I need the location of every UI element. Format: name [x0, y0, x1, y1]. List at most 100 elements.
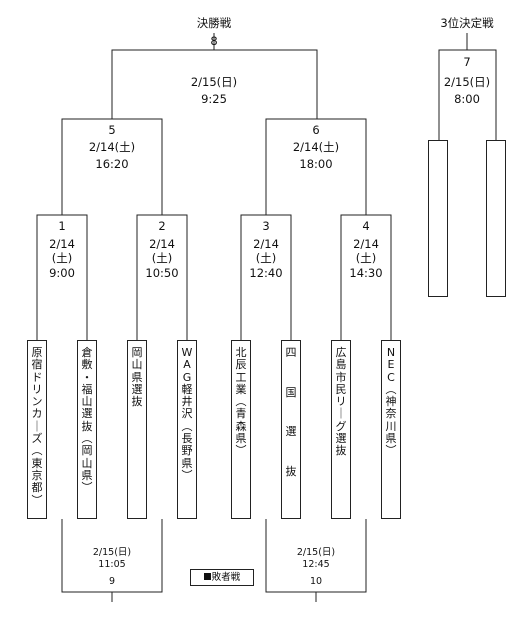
team-name-char: 抜	[335, 444, 347, 458]
match-3-number: 3	[262, 219, 270, 233]
match-8-time: 9:25	[201, 92, 227, 106]
match-1-day: (土)	[51, 251, 73, 265]
match-9-time: 11:05	[98, 559, 126, 570]
team-name-char: 山	[81, 395, 93, 409]
team-box-2: 倉敷・福山選抜︵岡山県︶	[77, 340, 97, 519]
team-name-char: C	[387, 370, 395, 384]
team-name-char: 山	[131, 358, 143, 372]
match-9-date: 2/15(日)	[92, 547, 132, 558]
team-name-char: 選	[81, 407, 93, 421]
legend-label: 敗者戦	[211, 572, 241, 583]
team-name-char: ︵	[31, 444, 43, 458]
team-name-char: 福	[81, 382, 93, 396]
match-2-date: 2/14	[149, 237, 175, 251]
team-name-char: 広	[335, 346, 347, 359]
team-name-char: 原	[31, 346, 43, 359]
team-name-char: 民	[335, 382, 347, 396]
match-6-time: 18:00	[299, 157, 333, 171]
team-name-char: ︶	[181, 468, 193, 482]
team-name-char: 国	[285, 385, 297, 399]
match-8-date: 2/15(日)	[190, 75, 238, 89]
team-name-char: グ	[335, 419, 347, 433]
team-name-char: 都	[31, 481, 43, 495]
team-name-char: ︵	[181, 419, 193, 433]
match-5-time: 16:20	[95, 157, 129, 171]
team-name-char: ︶	[31, 493, 43, 507]
team-name-char: ズ	[31, 432, 43, 446]
legend-square-icon	[203, 573, 211, 580]
team-name-char: ・	[81, 370, 93, 384]
match-7-number: 7	[463, 55, 471, 69]
team-name-char: 県	[81, 468, 93, 482]
team-name-char: 県	[181, 456, 193, 470]
team-name-char: 京	[31, 468, 43, 482]
match-8-number: 8	[210, 34, 218, 48]
team-name-char: ︶	[235, 444, 247, 458]
match-2-day: (土)	[151, 251, 173, 265]
team-name-char: 県	[385, 432, 397, 446]
match-4-day: (土)	[355, 251, 377, 265]
team-name-char: 抜	[81, 419, 93, 433]
team-box-1: 原宿ドリンカ｜ズ︵東京都︶	[27, 340, 47, 519]
team-name-char: 敷	[81, 358, 93, 372]
team-name-char: 森	[235, 419, 247, 433]
loser-match-legend: 敗者戦	[190, 569, 254, 586]
match-3-time: 12:40	[249, 266, 283, 280]
team-name-char: N	[386, 346, 396, 359]
match-10-number: 10	[309, 576, 323, 587]
team-name-char: E	[387, 358, 395, 372]
match-3-day: (土)	[255, 251, 277, 265]
match-10-date: 2/15(日)	[296, 547, 336, 558]
team-name-char: 東	[31, 456, 43, 470]
third-place-slot-left	[428, 140, 448, 297]
team-name-char: 県	[131, 370, 143, 384]
team-name-char: G	[182, 370, 192, 384]
team-name-char: 軽	[181, 382, 193, 396]
team-name-char: 抜	[131, 395, 143, 409]
match-5-date: 2/14(土)	[88, 140, 136, 154]
team-name-char: 奈	[385, 407, 397, 421]
team-box-3: 岡山県選抜	[127, 340, 147, 519]
match-3-date: 2/14	[253, 237, 279, 251]
team-name-char: 長	[181, 432, 193, 446]
team-name-char: 工	[235, 370, 247, 384]
team-box-6: 四国選抜	[281, 340, 301, 519]
team-name-char: 青	[235, 407, 247, 421]
match-4-number: 4	[362, 219, 370, 233]
team-name-char: カ	[31, 407, 43, 421]
match-1-number: 1	[58, 219, 66, 233]
final-title: 決勝戦	[196, 16, 232, 30]
match-10-time: 12:45	[302, 559, 330, 570]
team-name-char: 業	[235, 382, 247, 396]
match-7-time: 8:00	[454, 92, 480, 106]
team-name-char: ︵	[235, 395, 247, 409]
team-name-char: 井	[181, 395, 193, 409]
team-name-char: 北	[235, 346, 247, 359]
team-name-char: 県	[235, 432, 247, 446]
match-2-number: 2	[158, 219, 166, 233]
team-name-char: 島	[335, 358, 347, 372]
team-name-char: 神	[385, 395, 397, 409]
team-name-char: 宿	[31, 358, 43, 372]
team-name-char: 辰	[235, 358, 247, 372]
team-name-char: 四	[285, 346, 297, 359]
team-name-char: 野	[181, 444, 193, 458]
third-place-slot-right	[486, 140, 506, 297]
team-name-char: W	[181, 346, 193, 359]
match-1-date: 2/14	[49, 237, 75, 251]
team-name-char: 山	[81, 456, 93, 470]
team-name-char: 市	[335, 370, 347, 384]
team-name-char: 選	[285, 425, 297, 439]
team-box-7: 広島市民リ｜グ選抜	[331, 340, 351, 519]
team-name-char: A	[183, 358, 191, 372]
team-name-char: 川	[385, 419, 397, 433]
team-name-char: リ	[335, 395, 347, 409]
match-2-time: 10:50	[145, 266, 179, 280]
team-name-char: ︵	[385, 382, 397, 396]
team-name-char: ｜	[335, 407, 347, 421]
match-7-date: 2/15(日)	[443, 75, 491, 89]
team-name-char: ｜	[31, 419, 43, 433]
team-name-char: ︵	[81, 432, 93, 446]
